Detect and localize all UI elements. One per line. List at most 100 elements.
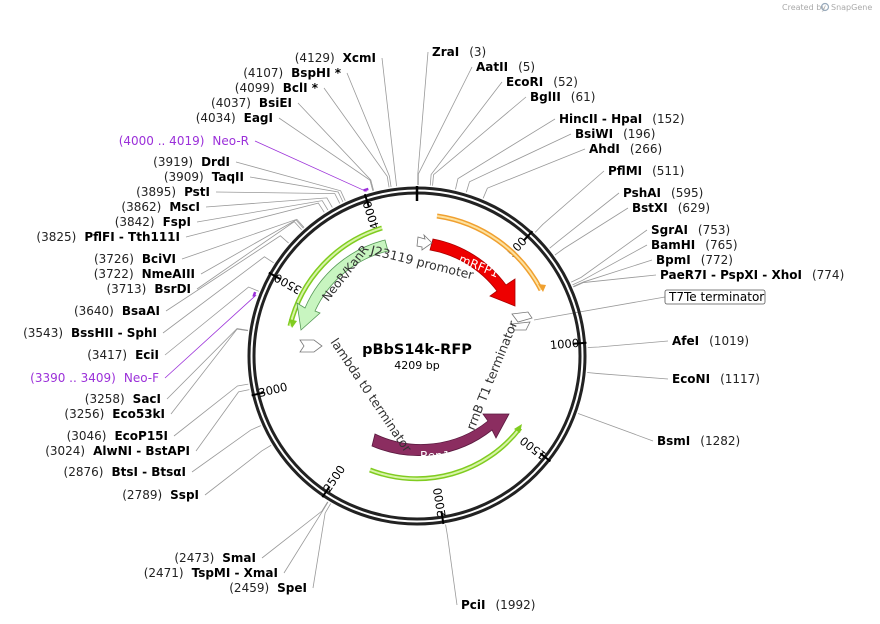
tick-mark [573,341,587,345]
leader-line [283,501,329,574]
site-msci[interactable]: MscI(3862) [121,200,200,214]
site-psti[interactable]: PstI(3895) [136,185,210,199]
site-position: (774) [812,268,844,282]
site-eagi[interactable]: EagI(4034) [196,111,273,125]
t7te-callout[interactable]: T7Te terminator [664,289,766,305]
site-fspi[interactable]: FspI(3842) [115,215,191,229]
backbone [247,186,587,526]
site-ecori[interactable]: EcoRI(52) [506,75,578,89]
site-position: (3256) [64,407,104,421]
site-eco53ki[interactable]: Eco53kI(3256) [64,407,165,421]
site-name: BsiWI [575,127,613,141]
site-bsaai[interactable]: BsaAI(3640) [74,304,160,318]
site-name: PflFI - Tth111I [84,230,180,244]
site-pcii[interactable]: PciI(1992) [461,598,535,612]
primer-binding-mark [363,187,369,192]
site-afei[interactable]: AfeI(1019) [672,334,749,348]
site-alwni-bstapi[interactable]: AlwNI - BstAPI(3024) [45,444,190,458]
site-name: EcoNI [672,372,710,386]
site-paer7i-pspxi-xhoi[interactable]: PaeR7I - PspXI - XhoI(774) [660,268,844,282]
site-name: BtsI - BtsαI [111,465,186,479]
site-position: (5) [518,60,535,74]
site-pshai[interactable]: PshAI(595) [623,186,703,200]
site-btsi-bts-i[interactable]: BtsI - BtsαI(2876) [64,465,186,479]
site-bsshii-sphi[interactable]: BssHII - SphI(3543) [23,326,157,340]
tick-mark [321,485,331,498]
site-aatii[interactable]: AatII(5) [476,60,535,74]
primer-leader-line [164,294,257,379]
j23119-promoter-arrow-icon[interactable] [416,233,433,251]
t7te-leader-line [533,296,666,321]
primer-neo-r[interactable]: Neo-R(4000 .. 4019) [119,134,369,192]
site-name: PstI [184,185,210,199]
site-pflfi-tth111i[interactable]: PflFI - Tth111I(3825) [36,230,180,244]
leader-line [235,161,346,201]
site-name: PshAI [623,186,661,200]
site-position: (152) [652,112,684,126]
site-pflmi[interactable]: PflMI (511) [608,164,684,178]
site-name: BstXI [632,201,668,215]
site-name: SpeI [277,581,307,595]
lambda-t0-terminator-icon[interactable] [299,339,323,353]
site-name: SspI [170,488,199,502]
site-position: (511) [652,164,684,178]
site-name: PflMI [608,164,642,178]
leader-line [205,197,333,208]
t7te-terminator-icon[interactable] [511,321,531,331]
primer-name: Neo-R [212,134,249,148]
site-bsrdi[interactable]: BsrDI(3713) [106,282,191,296]
leader-line [381,57,398,187]
site-name: BsmI [657,434,690,448]
site-ecop15i[interactable]: EcoP15I(3046) [67,429,168,443]
site-saci[interactable]: SacI(3258) [85,392,161,406]
site-bsiwi[interactable]: BsiWI(196) [575,127,655,141]
site-bsphi[interactable]: BspHI *(4107) [243,66,341,80]
site-drdi[interactable]: DrdI(3919) [153,155,230,169]
site-bamhi[interactable]: BamHI(765) [651,238,738,252]
site-ecii[interactable]: EciI(3417) [87,348,159,362]
site-position: (1282) [700,434,740,448]
site-ahdi[interactable]: AhdI(266) [589,142,662,156]
site-hincii-hpai[interactable]: HincII - HpaI(152) [559,112,685,126]
site-bsiei[interactable]: BsiEI(4037) [211,96,292,110]
site-sgrai[interactable]: SgrAI(753) [651,223,730,237]
mrfp1-cds-arc-highlight [436,215,542,291]
leader-line [249,176,344,203]
mrfp1-feature[interactable] [429,238,516,307]
site-name: BsrDI [154,282,191,296]
neor-kanr-feature[interactable] [296,239,389,331]
rrnb-t1-terminator-icon[interactable] [511,311,533,323]
primer-neo-f[interactable]: Neo-F(3390 .. 3409) [30,291,257,385]
site-name: ZraI [432,45,459,59]
site-name: DrdI [201,155,230,169]
leader-line [573,259,653,287]
site-econi[interactable]: EcoNI(1117) [672,372,760,386]
site-sspi[interactable]: SspI(2789) [122,488,199,502]
site-smai[interactable]: SmaI(2473) [174,551,256,565]
site-labels-left: XcmI(4129)BspHI *(4107)BclI *(4099)BsiEI… [23,51,376,595]
site-zrai[interactable]: ZraI(3) [432,45,486,59]
leader-line [587,340,669,348]
site-bstxi[interactable]: BstXI(629) [632,201,710,215]
site-name: EcoRI [506,75,543,89]
site-name: BsiEI [259,96,292,110]
site-spei[interactable]: SpeI(2459) [229,581,307,595]
site-position: (3722) [94,267,134,281]
site-name: SmaI [222,551,256,565]
site-bglii[interactable]: BglII(61) [530,90,595,104]
site-xcmi[interactable]: XcmI(4129) [295,51,376,65]
site-tspmi-xmai[interactable]: TspMI - XmaI(2471) [144,566,278,580]
site-taqii[interactable]: TaqII(3909) [164,170,244,184]
site-position: (3909) [164,170,204,184]
site-position: (1019) [709,334,749,348]
site-labels-right: ZraI(3)AatII(5)EcoRI(52)BglII(61) HincII … [432,45,844,612]
site-position: (765) [705,238,737,252]
site-bcivi[interactable]: BciVI(3726) [94,252,176,266]
site-bsmi[interactable]: BsmI (1282) [657,434,740,448]
leader-line [200,219,304,275]
site-nmeaiii[interactable]: NmeAIII(3722) [94,267,195,281]
site-bpmi[interactable]: BpmI(772) [656,253,733,267]
rep101-feature[interactable] [371,413,510,456]
site-bcli[interactable]: BclI *(4099) [235,81,319,95]
tick-mark [440,510,445,525]
